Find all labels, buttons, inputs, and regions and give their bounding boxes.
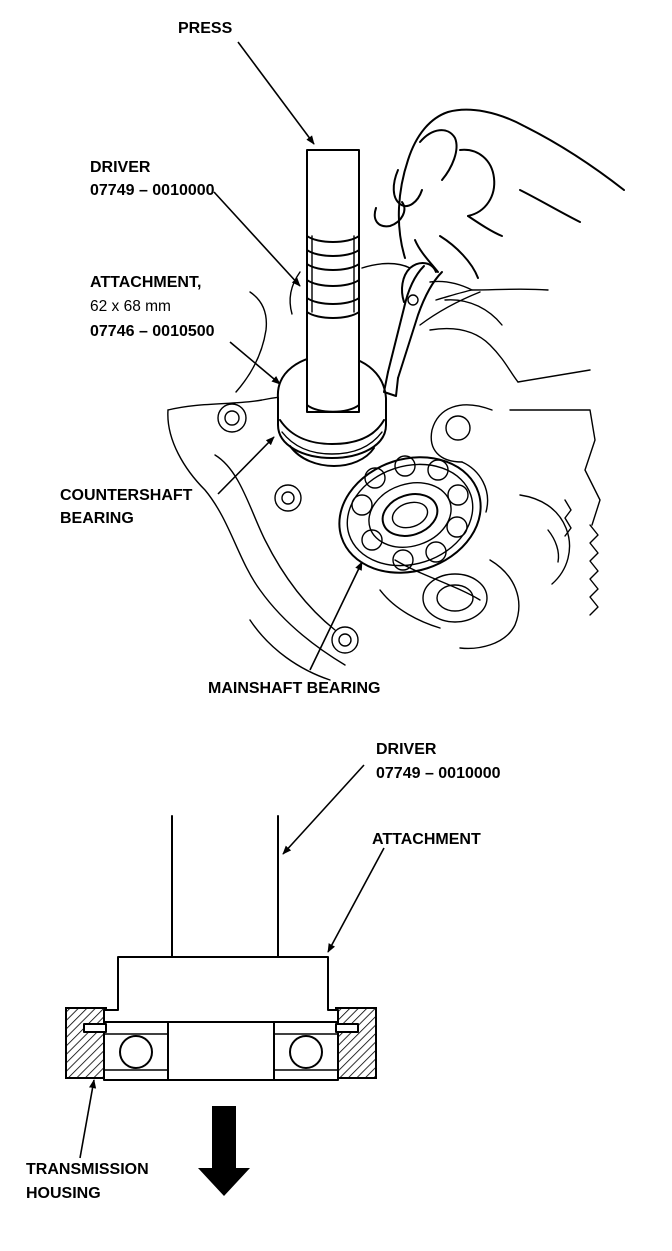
label-driver-part-bottom: 07749 – 0010000 — [376, 765, 501, 782]
label-countershaft-bearing-1: COUNTERSHAFT — [60, 487, 193, 504]
ball-right — [289, 1035, 323, 1069]
label-mainshaft-bearing: MAINSHAFT BEARING — [208, 680, 380, 697]
label-attachment-bottom: ATTACHMENT — [372, 831, 481, 848]
label-driver-top: DRIVER — [90, 159, 151, 176]
label-driver-bottom: DRIVER — [376, 741, 437, 758]
label-transmission-housing-1: TRANSMISSION — [26, 1161, 149, 1178]
label-press: PRESS — [178, 20, 233, 37]
snap-ring-right — [335, 1023, 359, 1033]
attachment-arrow-top — [229, 341, 281, 385]
transmission-case — [167, 262, 601, 681]
top-labels: PRESS DRIVER 07749 – 0010000 ATTACHMENT,… — [60, 20, 380, 697]
housing-left-hatch — [65, 1007, 107, 1079]
label-transmission-housing-2: HOUSING — [26, 1185, 101, 1202]
label-attachment-part-top: 07746 – 0010500 — [90, 323, 215, 340]
bottom-cross-section — [65, 764, 385, 1196]
mainshaft-bearing-drawing — [338, 455, 482, 574]
label-driver-part-top: 07749 – 0010000 — [90, 182, 215, 199]
snap-ring-left — [83, 1023, 107, 1033]
driver-shaft-top — [306, 149, 360, 413]
countershaft-bearing-arrow — [217, 436, 275, 495]
mainshaft-bearing-arrow — [309, 561, 363, 671]
driver-arrow-bottom — [282, 764, 365, 855]
press-arrow — [237, 41, 315, 145]
housing-arrow — [79, 1079, 97, 1159]
attachment-arrow-bottom — [327, 847, 385, 953]
top-illustration — [167, 41, 625, 681]
label-countershaft-bearing-2: BEARING — [60, 510, 134, 527]
hand-with-tool — [373, 108, 625, 397]
ball-left — [119, 1035, 153, 1069]
label-attachment-top: ATTACHMENT, — [90, 274, 201, 291]
down-direction-arrow-icon — [198, 1106, 250, 1196]
attachment-body-bottom — [103, 956, 339, 1023]
housing-right-hatch — [335, 1007, 377, 1079]
bottom-labels: DRIVER 07749 – 0010000 ATTACHMENT TRANSM… — [26, 741, 501, 1202]
label-attachment-size: 62 x 68 mm — [90, 298, 171, 315]
top-leader-lines — [213, 41, 363, 671]
driver-arrow-top — [213, 191, 301, 287]
bearing-section — [83, 1021, 359, 1081]
